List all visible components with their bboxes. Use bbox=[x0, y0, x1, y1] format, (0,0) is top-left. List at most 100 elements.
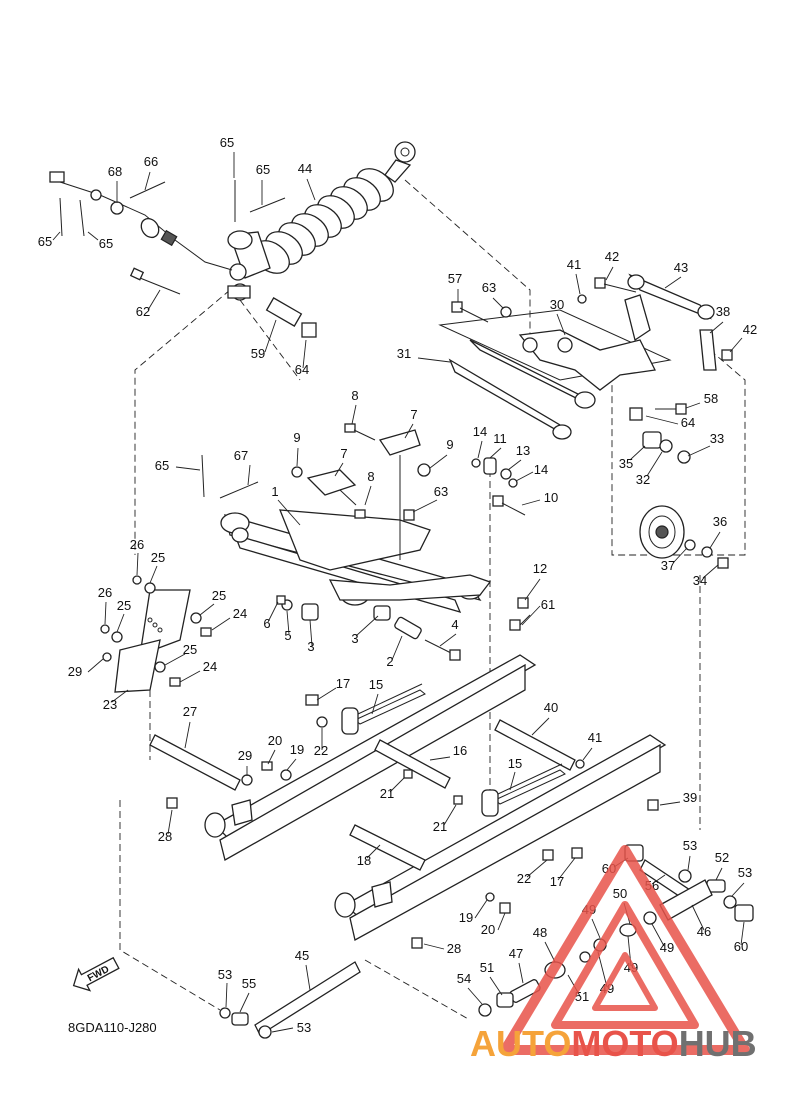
cross-shafts bbox=[149, 719, 576, 1036]
shock-spring bbox=[252, 168, 394, 274]
callout-34: 34 bbox=[693, 573, 707, 588]
callout-38: 38 bbox=[716, 304, 730, 319]
callout-2: 2 bbox=[386, 654, 393, 669]
callout-53: 53 bbox=[683, 838, 697, 853]
watermark-part-hub: HUB bbox=[679, 1023, 757, 1064]
callout-64: 64 bbox=[681, 415, 695, 430]
callout-43: 43 bbox=[674, 260, 688, 275]
rear-axle-group bbox=[219, 844, 754, 1039]
callout-68: 68 bbox=[108, 164, 122, 179]
callout-41: 41 bbox=[567, 257, 581, 272]
slide-rails bbox=[204, 654, 667, 941]
callout-25: 25 bbox=[183, 642, 197, 657]
callout-65: 65 bbox=[155, 458, 169, 473]
callout-21: 21 bbox=[380, 786, 394, 801]
callout-25: 25 bbox=[117, 598, 131, 613]
callout-15: 15 bbox=[508, 756, 522, 771]
callout-24: 24 bbox=[203, 659, 217, 674]
callout-8: 8 bbox=[351, 388, 358, 403]
callout-29: 29 bbox=[238, 748, 252, 763]
callout-60: 60 bbox=[734, 939, 748, 954]
callout-33: 33 bbox=[710, 431, 724, 446]
callout-45: 45 bbox=[295, 948, 309, 963]
callout-52: 52 bbox=[715, 850, 729, 865]
callout-48: 48 bbox=[533, 925, 547, 940]
front-arm-assembly bbox=[220, 423, 526, 614]
callout-8: 8 bbox=[367, 469, 374, 484]
callout-28: 28 bbox=[447, 941, 461, 956]
callout-64: 64 bbox=[295, 362, 309, 377]
assembly-guide-lines bbox=[119, 179, 746, 1021]
callout-65: 65 bbox=[256, 162, 270, 177]
callout-36: 36 bbox=[713, 514, 727, 529]
fwd-label: FWD bbox=[86, 964, 111, 984]
callout-21: 21 bbox=[433, 819, 447, 834]
watermark-logo: AUTOMOTOHUB bbox=[470, 845, 757, 1064]
callout-44: 44 bbox=[298, 161, 312, 176]
callout-20: 20 bbox=[481, 922, 495, 937]
callout-63: 63 bbox=[434, 484, 448, 499]
callout-4: 4 bbox=[451, 617, 458, 632]
callout-19: 19 bbox=[290, 742, 304, 757]
callout-26: 26 bbox=[98, 585, 112, 600]
callout-39: 39 bbox=[683, 790, 697, 805]
callout-61: 61 bbox=[541, 597, 555, 612]
callout-5: 5 bbox=[284, 628, 291, 643]
callout-55: 55 bbox=[242, 976, 256, 991]
shock-bolts bbox=[129, 267, 317, 338]
rear-arm-assembly bbox=[438, 273, 733, 440]
callout-59: 59 bbox=[251, 346, 265, 361]
callout-50: 50 bbox=[613, 886, 627, 901]
callout-41: 41 bbox=[588, 730, 602, 745]
callout-17: 17 bbox=[550, 874, 564, 889]
callout-42: 42 bbox=[605, 249, 619, 264]
watermark-part-moto: MOTO bbox=[571, 1023, 678, 1064]
watermark-part-auto: AUTO bbox=[470, 1023, 571, 1064]
callout-14: 14 bbox=[473, 424, 487, 439]
callout-18: 18 bbox=[357, 853, 371, 868]
callout-37: 37 bbox=[661, 558, 675, 573]
callout-3: 3 bbox=[351, 631, 358, 646]
callout-46: 46 bbox=[697, 924, 711, 939]
callout-65: 65 bbox=[38, 234, 52, 249]
callout-57: 57 bbox=[448, 271, 462, 286]
callout-7: 7 bbox=[410, 407, 417, 422]
callout-28: 28 bbox=[158, 829, 172, 844]
callout-32: 32 bbox=[636, 472, 650, 487]
callout-31: 31 bbox=[397, 346, 411, 361]
link-plates bbox=[100, 575, 212, 693]
callout-23: 23 bbox=[103, 697, 117, 712]
callout-22: 22 bbox=[517, 871, 531, 886]
shock-absorber bbox=[227, 141, 416, 301]
callout-47: 47 bbox=[509, 946, 523, 961]
callout-22: 22 bbox=[314, 743, 328, 758]
callout-27: 27 bbox=[183, 704, 197, 719]
callout-3: 3 bbox=[307, 639, 314, 654]
callout-58: 58 bbox=[704, 391, 718, 406]
diagram-code: 8GDA110-J280 bbox=[68, 1020, 157, 1035]
callout-53: 53 bbox=[738, 865, 752, 880]
callout-25: 25 bbox=[151, 550, 165, 565]
callout-65: 65 bbox=[99, 236, 113, 251]
torsion-springs bbox=[341, 683, 566, 817]
callout-54: 54 bbox=[457, 971, 471, 986]
forward-arrow-icon: FWD bbox=[72, 956, 120, 992]
callout-51: 51 bbox=[480, 960, 494, 975]
callout-15: 15 bbox=[369, 677, 383, 692]
callout-30: 30 bbox=[550, 297, 564, 312]
reservoir-hose bbox=[49, 171, 233, 271]
rail-fasteners bbox=[166, 694, 659, 949]
callout-66: 66 bbox=[144, 154, 158, 169]
callout-14: 14 bbox=[534, 462, 548, 477]
callout-29: 29 bbox=[68, 664, 82, 679]
callout-9: 9 bbox=[446, 437, 453, 452]
callout-6: 6 bbox=[263, 616, 270, 631]
callout-10: 10 bbox=[544, 490, 558, 505]
callout-65: 65 bbox=[220, 135, 234, 150]
callout-42: 42 bbox=[743, 322, 757, 337]
callout-63: 63 bbox=[482, 280, 496, 295]
callout-53: 53 bbox=[218, 967, 232, 982]
callout-16: 16 bbox=[453, 743, 467, 758]
callout-11: 11 bbox=[493, 431, 507, 446]
